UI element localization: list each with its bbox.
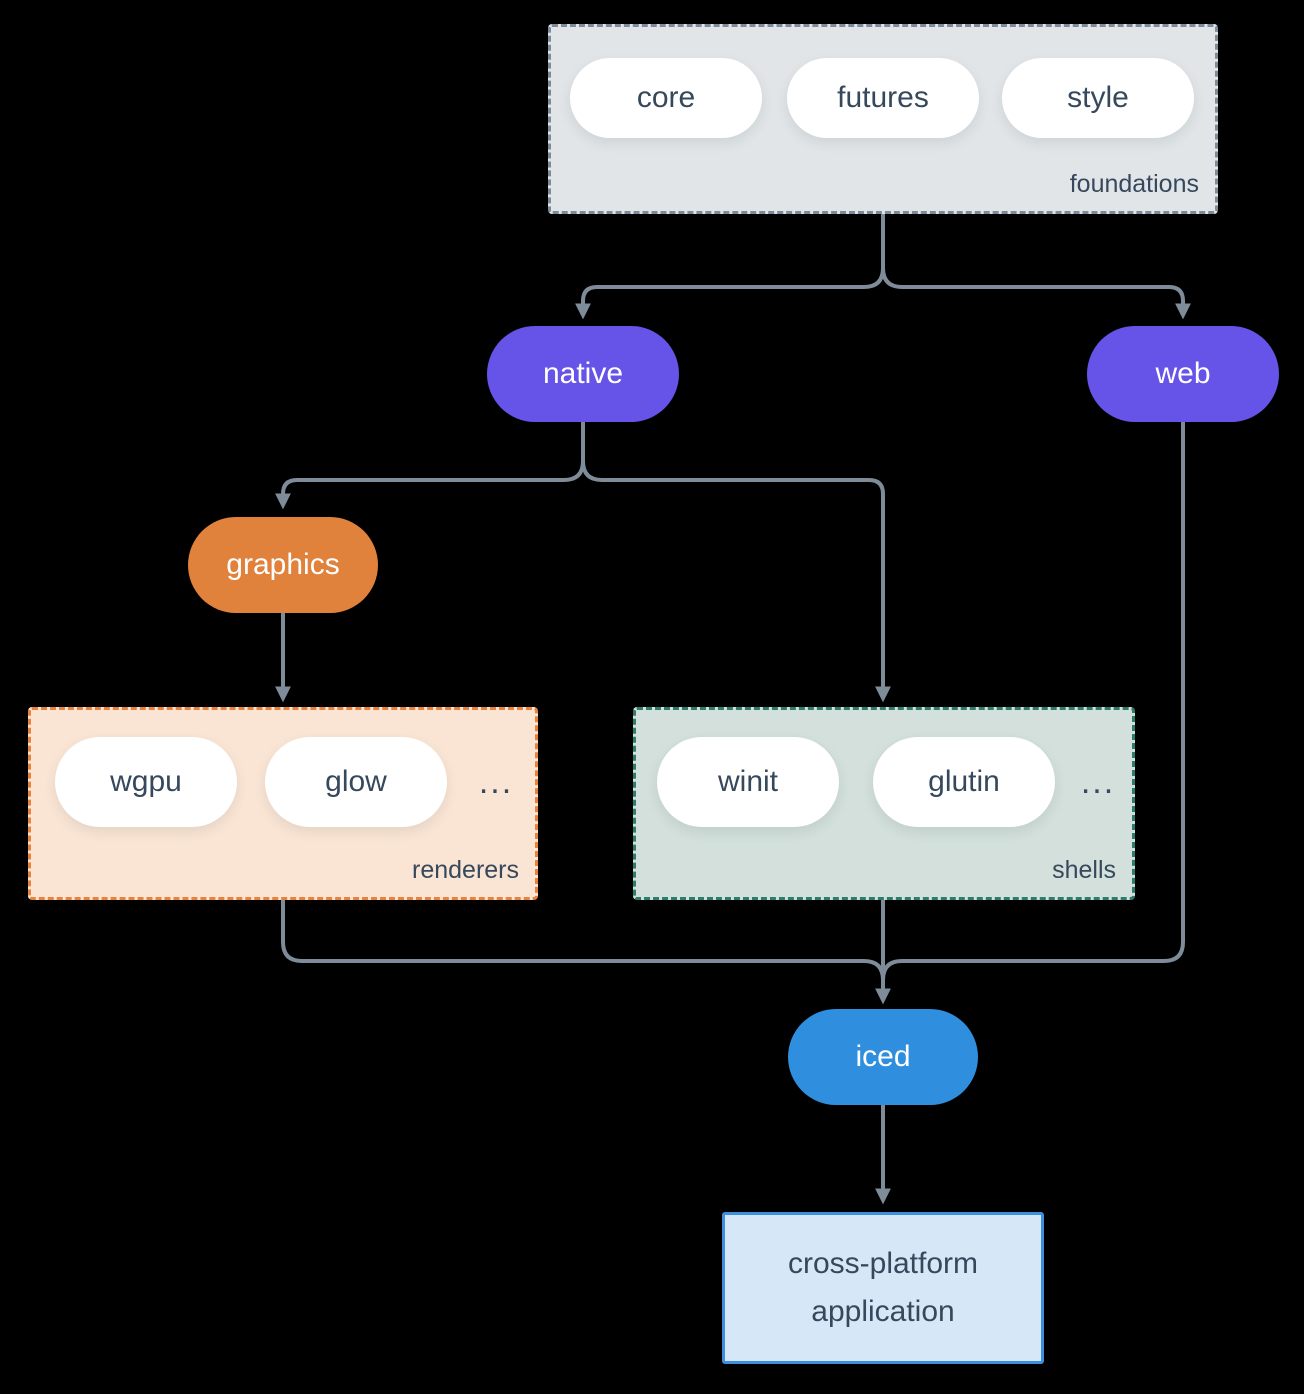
edge-native-graphics xyxy=(275,420,585,510)
node-web-label: web xyxy=(1155,357,1211,390)
application-label-line1: cross-platform xyxy=(787,1247,979,1280)
node-winit-label: winit xyxy=(717,765,778,798)
node-glutin: glutin xyxy=(873,737,1055,827)
node-wgpu: wgpu xyxy=(55,737,237,827)
node-glow-label: glow xyxy=(325,765,387,798)
shells-group: winit glutin ... shells xyxy=(633,707,1135,900)
application-label-line2: application xyxy=(811,1295,955,1328)
foundations-group-label: foundations xyxy=(1069,170,1199,198)
node-graphics-label: graphics xyxy=(226,548,340,581)
node-style: style xyxy=(1002,58,1194,138)
shells-group-label: shells xyxy=(1052,856,1116,884)
node-futures-label: futures xyxy=(837,81,929,114)
node-native: native xyxy=(487,326,679,422)
node-glutin-label: glutin xyxy=(928,765,1000,798)
node-web: web xyxy=(1087,326,1279,422)
renderers-ellipsis: ... xyxy=(478,762,514,801)
edge-foundations-web xyxy=(881,212,1191,320)
node-core-label: core xyxy=(636,81,696,114)
foundations-group: core futures style foundations xyxy=(548,24,1218,214)
edge-native-shells xyxy=(581,420,891,703)
edge-renderers-iced xyxy=(281,898,885,982)
shells-ellipsis: ... xyxy=(1080,762,1116,801)
node-winit: winit xyxy=(657,737,839,827)
node-iced-label: iced xyxy=(855,1040,911,1073)
node-glow: glow xyxy=(265,737,447,827)
node-iced: iced xyxy=(788,1009,978,1105)
edge-foundations-native xyxy=(575,212,885,320)
node-cross-platform-application: cross-platform application xyxy=(722,1212,1044,1364)
renderers-group-label: renderers xyxy=(412,856,519,884)
node-style-label: style xyxy=(1067,81,1129,114)
edge-web-iced xyxy=(881,420,1185,982)
renderers-group: wgpu glow ... renderers xyxy=(28,707,538,900)
node-wgpu-label: wgpu xyxy=(110,765,182,798)
node-core: core xyxy=(570,58,762,138)
node-native-label: native xyxy=(542,357,624,390)
node-futures: futures xyxy=(787,58,979,138)
node-graphics: graphics xyxy=(188,517,378,613)
